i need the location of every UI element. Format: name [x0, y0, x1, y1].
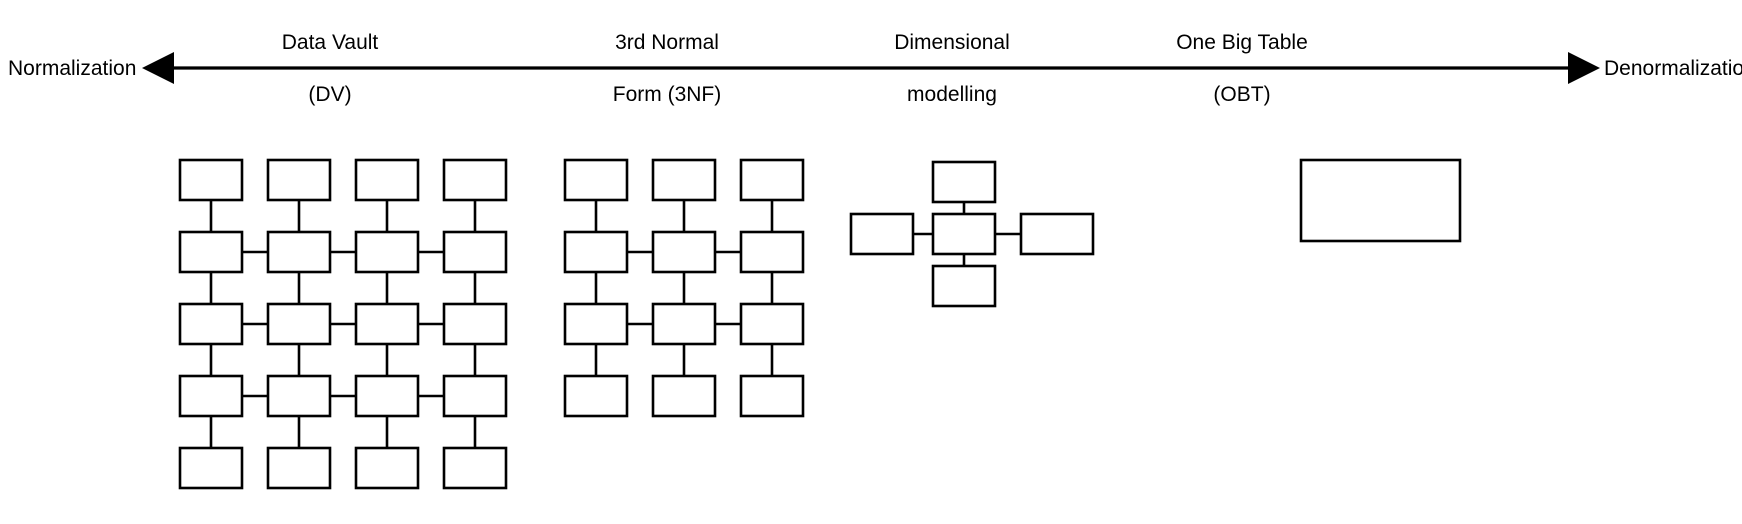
data-vault-node[interactable] [178, 302, 244, 346]
fact-table-center[interactable] [931, 212, 997, 256]
data-vault-node[interactable] [354, 158, 420, 202]
stage-label-dimensional-line1: Dimensional [894, 31, 1010, 54]
data-vault-node[interactable] [266, 302, 332, 346]
data-vault-node[interactable] [266, 374, 332, 418]
data-vault-node[interactable] [266, 230, 332, 274]
data-vault-node[interactable] [178, 446, 244, 490]
stage-label-dimensional-modelling: Dimensional modelling [852, 4, 1052, 134]
stage-label-3nf-line1: 3rd Normal [615, 31, 719, 54]
data-vault-node[interactable] [442, 374, 508, 418]
stage-label-data-vault-line1: Data Vault [281, 31, 379, 54]
dim-table-top[interactable] [931, 160, 997, 204]
data-vault-node[interactable] [266, 446, 332, 490]
third-normal-form-node[interactable] [563, 302, 629, 346]
data-vault-node[interactable] [354, 446, 420, 490]
third-normal-form-node[interactable] [563, 230, 629, 274]
one-big-table-node[interactable] [1299, 158, 1462, 243]
data-vault-node[interactable] [354, 302, 420, 346]
stage-label-third-normal-form: 3rd Normal Form (3NF) [567, 4, 767, 134]
axis-label-normalization: Normalization [8, 57, 137, 80]
third-normal-form-node[interactable] [739, 158, 805, 202]
data-vault-node[interactable] [178, 374, 244, 418]
data-vault-node[interactable] [442, 230, 508, 274]
data-vault-node[interactable] [354, 374, 420, 418]
third-normal-form-node[interactable] [651, 230, 717, 274]
third-normal-form-node[interactable] [651, 302, 717, 346]
data-vault-node[interactable] [442, 158, 508, 202]
stage-label-obt-line2: (OBT) [1213, 83, 1271, 106]
dim-table-right[interactable] [1019, 212, 1095, 256]
data-vault-node[interactable] [178, 230, 244, 274]
axis-label-denormalization: Denormalization [1604, 57, 1742, 80]
data-vault-node[interactable] [266, 158, 332, 202]
third-normal-form-node[interactable] [739, 374, 805, 418]
stage-label-data-vault-line2: (DV) [308, 83, 352, 106]
third-normal-form-node[interactable] [739, 302, 805, 346]
dim-table-left[interactable] [849, 212, 915, 256]
data-vault-node[interactable] [442, 446, 508, 490]
data-vault-node[interactable] [178, 158, 244, 202]
third-normal-form-node[interactable] [739, 230, 805, 274]
dim-table-bottom[interactable] [931, 264, 997, 308]
stage-label-obt-line1: One Big Table [1176, 31, 1308, 54]
data-vault-node[interactable] [442, 302, 508, 346]
third-normal-form-node[interactable] [651, 158, 717, 202]
stage-label-data-vault: Data Vault (DV) [230, 4, 430, 134]
third-normal-form-node[interactable] [651, 374, 717, 418]
third-normal-form-node[interactable] [563, 374, 629, 418]
stage-label-one-big-table: One Big Table (OBT) [1142, 4, 1342, 134]
stage-label-3nf-line2: Form (3NF) [612, 83, 722, 106]
stage-label-dimensional-line2: modelling [907, 83, 997, 106]
data-vault-node[interactable] [354, 230, 420, 274]
third-normal-form-node[interactable] [563, 158, 629, 202]
